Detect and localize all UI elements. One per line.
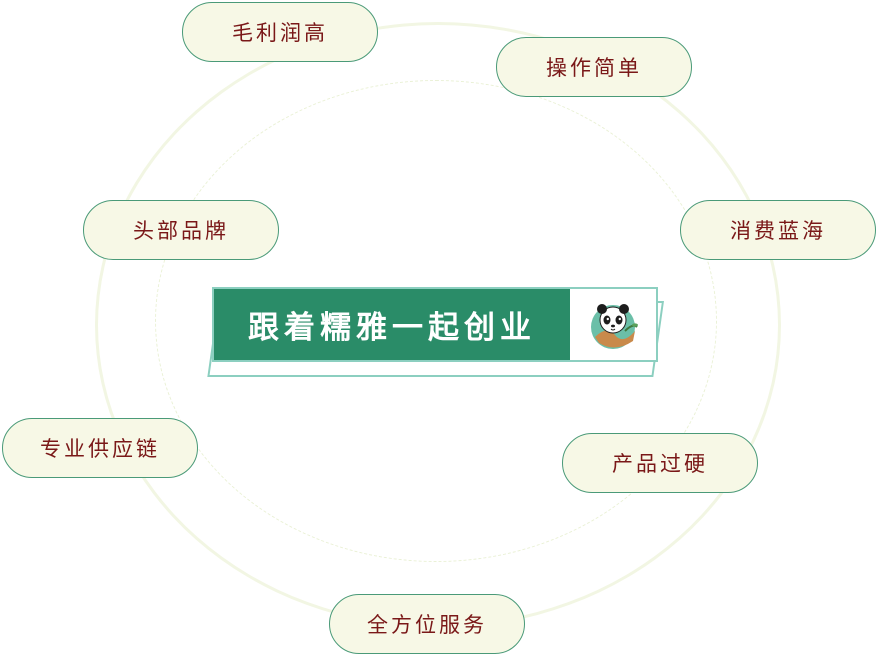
feature-pill-label: 全方位服务 bbox=[367, 613, 487, 637]
feature-pill-label: 毛利润高 bbox=[232, 21, 328, 45]
decorative-ring-inner bbox=[155, 80, 717, 562]
feature-pill-top-brand[interactable]: 头部品牌 bbox=[83, 200, 279, 260]
feature-pill-easy-operation[interactable]: 操作简单 bbox=[496, 37, 692, 97]
banner-title-panel: 跟着糯雅一起创业 bbox=[214, 289, 570, 360]
feature-pill-label: 操作简单 bbox=[546, 56, 642, 80]
feature-pill-full-service[interactable]: 全方位服务 bbox=[329, 594, 525, 654]
banner-frame: 跟着糯雅一起创业 bbox=[212, 287, 658, 362]
feature-pill-blue-ocean[interactable]: 消费蓝海 bbox=[680, 200, 876, 260]
banner-title: 跟着糯雅一起创业 bbox=[248, 310, 536, 346]
banner-logo bbox=[570, 289, 656, 360]
feature-pill-label: 头部品牌 bbox=[133, 219, 229, 243]
feature-pill-high-profit[interactable]: 毛利润高 bbox=[182, 2, 378, 62]
feature-pill-supply-chain[interactable]: 专业供应链 bbox=[2, 418, 198, 478]
center-banner: 跟着糯雅一起创业 bbox=[207, 287, 664, 377]
feature-pill-quality-product[interactable]: 产品过硬 bbox=[562, 433, 758, 493]
feature-pill-label: 消费蓝海 bbox=[730, 219, 826, 243]
feature-pill-label: 产品过硬 bbox=[612, 452, 708, 476]
feature-pill-label: 专业供应链 bbox=[40, 437, 160, 461]
panda-mascot-icon bbox=[591, 303, 638, 349]
